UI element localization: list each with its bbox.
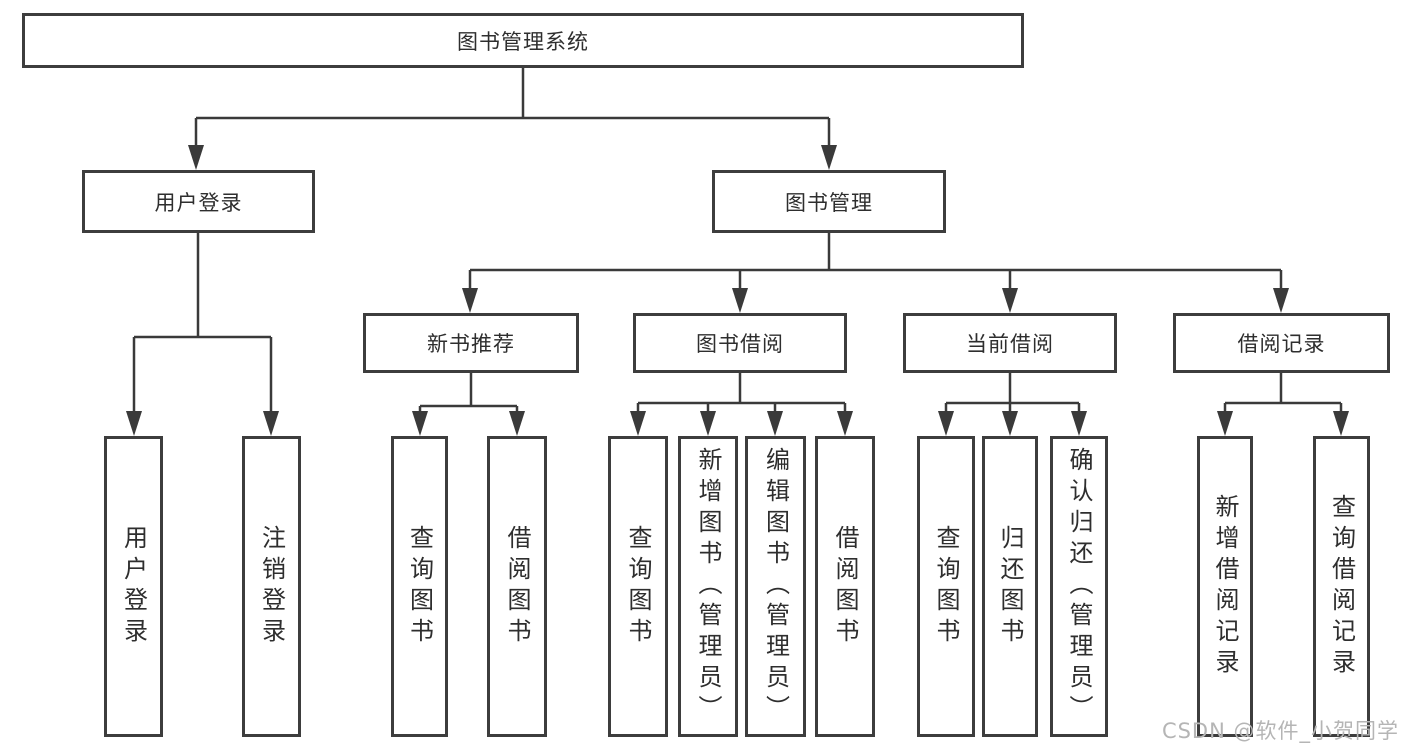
connector-records [1223,373,1343,414]
connector-login [132,233,273,413]
leaf-logout: 注销登录 [242,436,301,737]
leaf-borrow-borrow-books: 借阅图书 [815,436,875,737]
arrow-down-icon [188,145,204,170]
leaf-records-add-record-label: 新增借阅记录 [1211,493,1239,680]
leaf-user-login-label: 用户登录 [119,524,148,649]
leaf-current-query-books-label: 查询图书 [932,524,960,649]
leaf-borrow-query-books: 查询图书 [608,436,668,737]
arrow-down-icon [412,411,428,436]
leaf-borrow-borrow-books-label: 借阅图书 [831,524,859,649]
node-book-mgmt: 图书管理 [712,170,946,233]
node-book-borrow: 图书借阅 [633,313,847,373]
leaf-recommend-query-books: 查询图书 [391,436,448,737]
connector-book-mgmt [468,233,1283,291]
arrow-down-icon [700,411,716,436]
leaf-logout-label: 注销登录 [257,524,286,649]
leaf-records-query-record: 查询借阅记录 [1313,436,1370,737]
node-book-borrow-label: 图书借阅 [696,332,784,356]
arrowhead-icons [126,145,1349,436]
leaf-recommend-borrow-books-label: 借阅图书 [503,524,531,649]
leaf-current-confirm-return-admin: 确认归还（管理员） [1050,436,1108,737]
node-borrow-records-label: 借阅记录 [1237,332,1326,356]
leaf-current-return-books-label: 归还图书 [996,524,1024,649]
leaf-borrow-edit-books-admin-label: 编辑图书（管理员） [761,447,790,726]
node-root: 图书管理系统 [22,13,1024,68]
node-book-mgmt-label: 图书管理 [785,190,873,215]
arrow-down-icon [1273,288,1289,313]
csdn-watermark: CSDN @软件_小贺同学 [1161,719,1399,743]
leaf-borrow-add-books-admin: 新增图书（管理员） [678,436,738,737]
node-new-book-recommend: 新书推荐 [363,313,579,373]
node-current-borrow-label: 当前借阅 [966,332,1054,356]
node-current-borrow: 当前借阅 [903,313,1117,373]
connector-current [944,373,1081,414]
leaf-records-query-record-label: 查询借阅记录 [1327,493,1356,680]
leaf-borrow-query-books-label: 查询图书 [624,524,652,649]
leaf-borrow-edit-books-admin: 编辑图书（管理员） [745,436,806,737]
arrow-down-icon [263,411,279,436]
connector-borrow [636,373,847,414]
leaf-current-query-books: 查询图书 [917,436,975,737]
arrow-down-icon [126,411,142,436]
leaf-current-confirm-return-admin-label: 确认归还（管理员） [1065,447,1093,726]
node-user-login-label: 用户登录 [154,190,243,215]
node-new-book-recommend-label: 新书推荐 [427,332,515,356]
leaf-recommend-borrow-books: 借阅图书 [487,436,547,737]
arrow-down-icon [837,411,853,436]
leaf-user-login: 用户登录 [104,436,163,737]
leaf-borrow-add-books-admin-label: 新增图书（管理员） [694,447,722,726]
arrow-down-icon [462,288,478,313]
arrow-down-icon [1002,411,1018,436]
arrow-down-icon [938,411,954,436]
node-root-label: 图书管理系统 [457,29,589,54]
node-borrow-records: 借阅记录 [1173,313,1390,373]
leaf-recommend-query-books-label: 查询图书 [405,524,434,649]
arrow-down-icon [509,411,525,436]
leaf-records-add-record: 新增借阅记录 [1197,436,1253,737]
connector-recommend [418,373,519,414]
arrow-down-icon [732,288,748,313]
arrow-down-icon [1071,411,1087,436]
leaf-current-return-books: 归还图书 [982,436,1038,737]
arrow-down-icon [1002,288,1018,313]
arrow-down-icon [1333,411,1349,436]
arrow-down-icon [821,145,837,170]
node-user-login: 用户登录 [82,170,315,233]
connector-root [194,68,831,148]
arrow-down-icon [1217,411,1233,436]
arrow-down-icon [767,411,783,436]
arrow-down-icon [630,411,646,436]
